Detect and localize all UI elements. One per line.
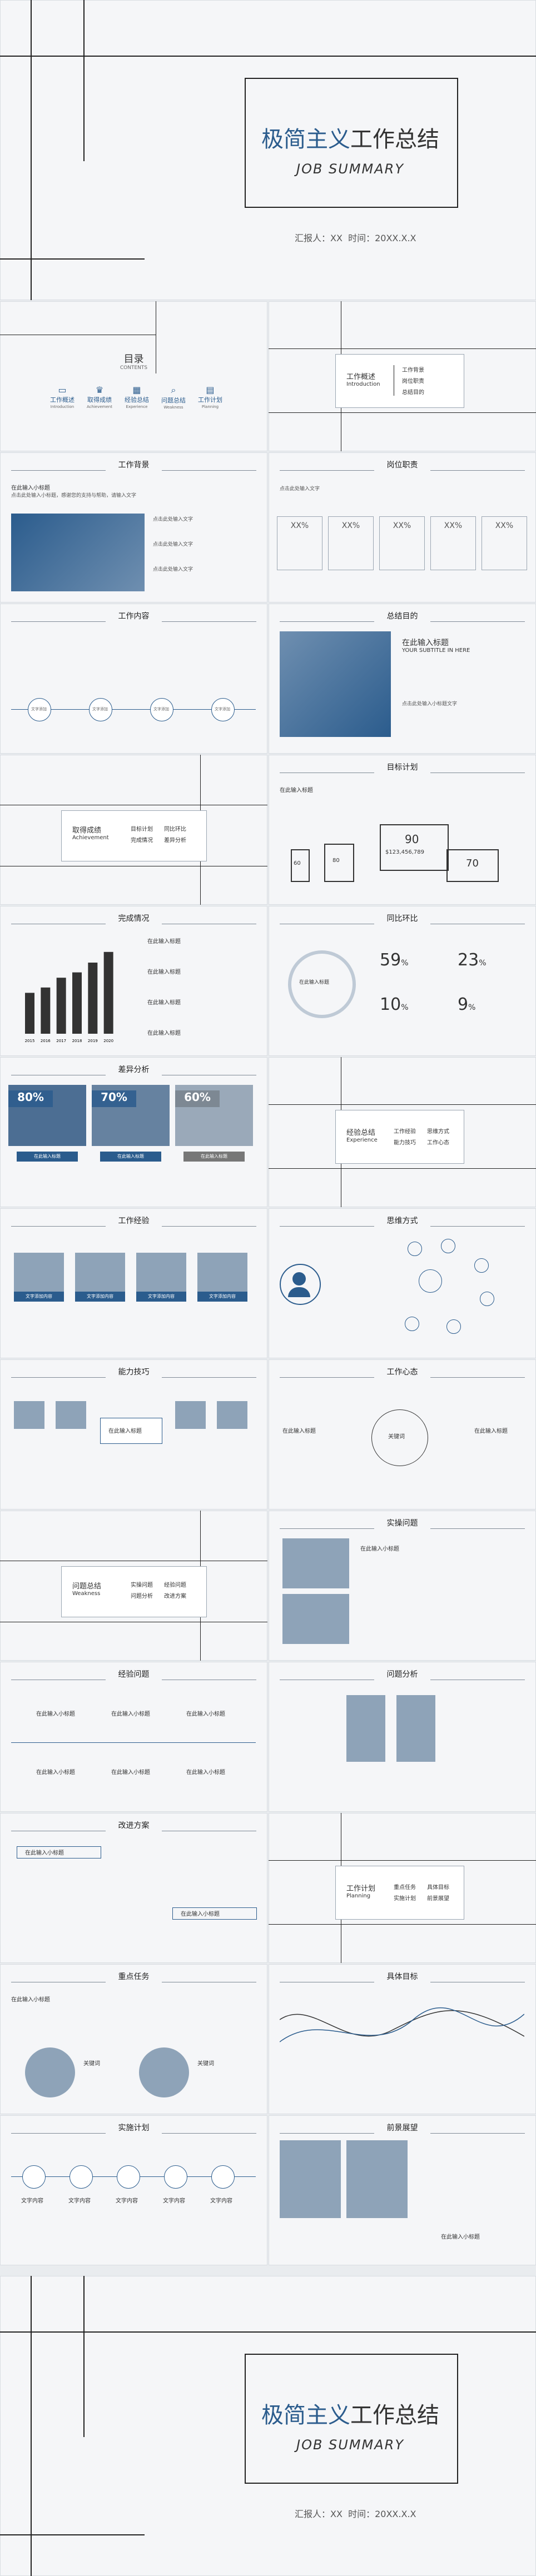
- intro-item[interactable]: 岗位职责: [402, 378, 424, 385]
- slide-title: 同比环比: [269, 913, 536, 924]
- slide-title: 工作背景: [0, 459, 267, 471]
- slide-title: 岗位职责: [269, 459, 536, 471]
- cover-subtitle: JOB SUMMARY: [296, 161, 405, 177]
- tick-label: 2018: [72, 1039, 82, 1043]
- plan-section: 工作计划 Planning 重点任务 具体目标 实施计划 前景展望: [269, 1813, 536, 1963]
- intro-slide: 工作概述 Introduction 工作背景 岗位职责 总结目的: [269, 301, 536, 451]
- team-photo: [11, 514, 145, 591]
- duty-boxes: XX% XX% XX% XX% XX%: [277, 516, 527, 570]
- anal-slide: 问题分析: [269, 1662, 536, 1812]
- slide-title: 目标计划: [269, 761, 536, 773]
- purpose-slide: 总结目的 在此输入标题 YOUR SUBTITLE IN HERE 点击此处输入…: [269, 604, 536, 754]
- bar: [41, 987, 51, 1034]
- goal-slide: 具体目标: [269, 1964, 536, 2114]
- task-slide: 重点任务 在此输入小标题 关键词 关键词: [0, 1964, 267, 2114]
- cover-meta: 汇报人：XX 时间：20XX.X.X: [295, 233, 416, 243]
- slide-title: 思维方式: [269, 1215, 536, 1227]
- think-slide: 思维方式: [269, 1208, 536, 1358]
- slide-title: 完成情况: [0, 913, 267, 924]
- slide-title: 重点任务: [0, 1971, 267, 1982]
- cover-title-main: 极简主义: [261, 127, 350, 152]
- slide-title: 差异分析: [0, 1064, 267, 1075]
- chart-icon: ▦: [132, 385, 141, 395]
- mind-slide: 工作心态 关键词 在此输入标题 在此输入标题: [269, 1359, 536, 1509]
- slide-title: 能力技巧: [0, 1366, 267, 1378]
- intro-title: 工作概述: [346, 373, 376, 381]
- slide-title: 工作心态: [269, 1366, 536, 1378]
- slide-title: 经验问题: [0, 1668, 267, 1680]
- slide-title: 前景展望: [269, 2122, 536, 2134]
- skill-slide: 能力技巧 在此输入标题: [0, 1359, 267, 1509]
- bar: [25, 993, 34, 1034]
- content-slide: 工作内容 文字添加 文字添加 文字添加 文字添加: [0, 604, 267, 754]
- slide-title: 具体目标: [269, 1971, 536, 1982]
- slide-title: 问题分析: [269, 1668, 536, 1680]
- bar: [56, 978, 66, 1034]
- goal-lines: [280, 2007, 524, 2042]
- slide-title: 总结目的: [269, 610, 536, 622]
- future-slide: 前景展望 在此输入小标题: [269, 2115, 536, 2265]
- calendar-icon: ▤: [206, 385, 215, 395]
- slide-title: 工作经验: [0, 1215, 267, 1227]
- end-title: 极简主义工作总结: [261, 2403, 439, 2428]
- tick-label: 2016: [41, 1039, 51, 1043]
- bar: [88, 963, 98, 1034]
- yoy-slide: 同比环比 在此输入标题 59% 23% 10% 9%: [269, 906, 536, 1056]
- tick-label: 2019: [88, 1039, 98, 1043]
- slide-title: 改进方案: [0, 1820, 267, 1831]
- impl-slide: 实施计划 文字内容 文字内容 文字内容 文字内容 文字内容: [0, 2115, 267, 2265]
- handshake-photo: [280, 631, 391, 737]
- catalog-title: 目录: [123, 353, 144, 365]
- weak-section: 问题总结 Weakness 实操问题 经验问题 问题分析 改进方案: [0, 1511, 267, 1661]
- search-icon: ⌕: [171, 385, 176, 395]
- cover-frame: [245, 78, 458, 208]
- cover-slide: 极简主义工作总结 JOB SUMMARY 汇报人：XX 时间：20XX.X.X: [0, 0, 536, 300]
- slide-title: 实施计划: [0, 2122, 267, 2134]
- duty-slide: 岗位职责 点击此处输入文字 XX% XX% XX% XX% XX%: [269, 452, 536, 602]
- exp-section: 经验总结 Experience 工作经验 思维方式 能力技巧 工作心态: [269, 1057, 536, 1207]
- intro-item[interactable]: 总结目的: [402, 390, 424, 396]
- tick-label: 2020: [103, 1039, 113, 1043]
- done-bar-chart: 2015 2016 2017 2018 2019 2020: [25, 951, 113, 1043]
- catalog-en: CONTENTS: [120, 365, 148, 371]
- trophy-icon: ♛: [95, 385, 104, 395]
- background-slide: 工作背景 在此输入小标题 点击此处输入小标题，感谢您的支持与帮助，请输入文字 点…: [0, 452, 267, 602]
- prac-slide: 实操问题 在此输入小标题: [269, 1511, 536, 1661]
- monitor-icon: ▭: [58, 385, 67, 395]
- work-slide: 工作经验 文字添加内容 文字添加内容 文字添加内容 文字添加内容: [0, 1208, 267, 1358]
- diff-slide: 差异分析 80% 70% 60% 在此输入标题 在此输入标题 在此输入标题: [0, 1057, 267, 1207]
- expq-slide: 经验问题 在此输入小标题 在此输入小标题 在此输入小标题 在此输入小标题 在此输…: [0, 1662, 267, 1812]
- slide-title: 工作内容: [0, 610, 267, 622]
- achieve-section: 取得成绩 Achievement 目标计划 同比环比 完成情况 差异分析: [0, 755, 267, 905]
- target-slide: 目标计划 在此输入标题 90 $123,456,789 70 80 60: [269, 755, 536, 905]
- improve-slide: 改进方案 在此输入小标题 在此输入小标题: [0, 1813, 267, 1963]
- intro-item[interactable]: 工作背景: [402, 367, 424, 373]
- tick-label: 2017: [56, 1039, 66, 1043]
- end-slide: 极简主义工作总结 JOB SUMMARY 汇报人：XX 时间：20XX.X.X: [0, 2276, 536, 2576]
- bar: [103, 951, 113, 1034]
- bar: [72, 972, 82, 1034]
- slide-title: 实操问题: [269, 1517, 536, 1529]
- user-icon: [280, 1264, 321, 1305]
- tick-label: 2015: [25, 1039, 35, 1043]
- cover-title-sub: 工作总结: [350, 127, 439, 152]
- cover-title: 极简主义工作总结: [245, 121, 456, 153]
